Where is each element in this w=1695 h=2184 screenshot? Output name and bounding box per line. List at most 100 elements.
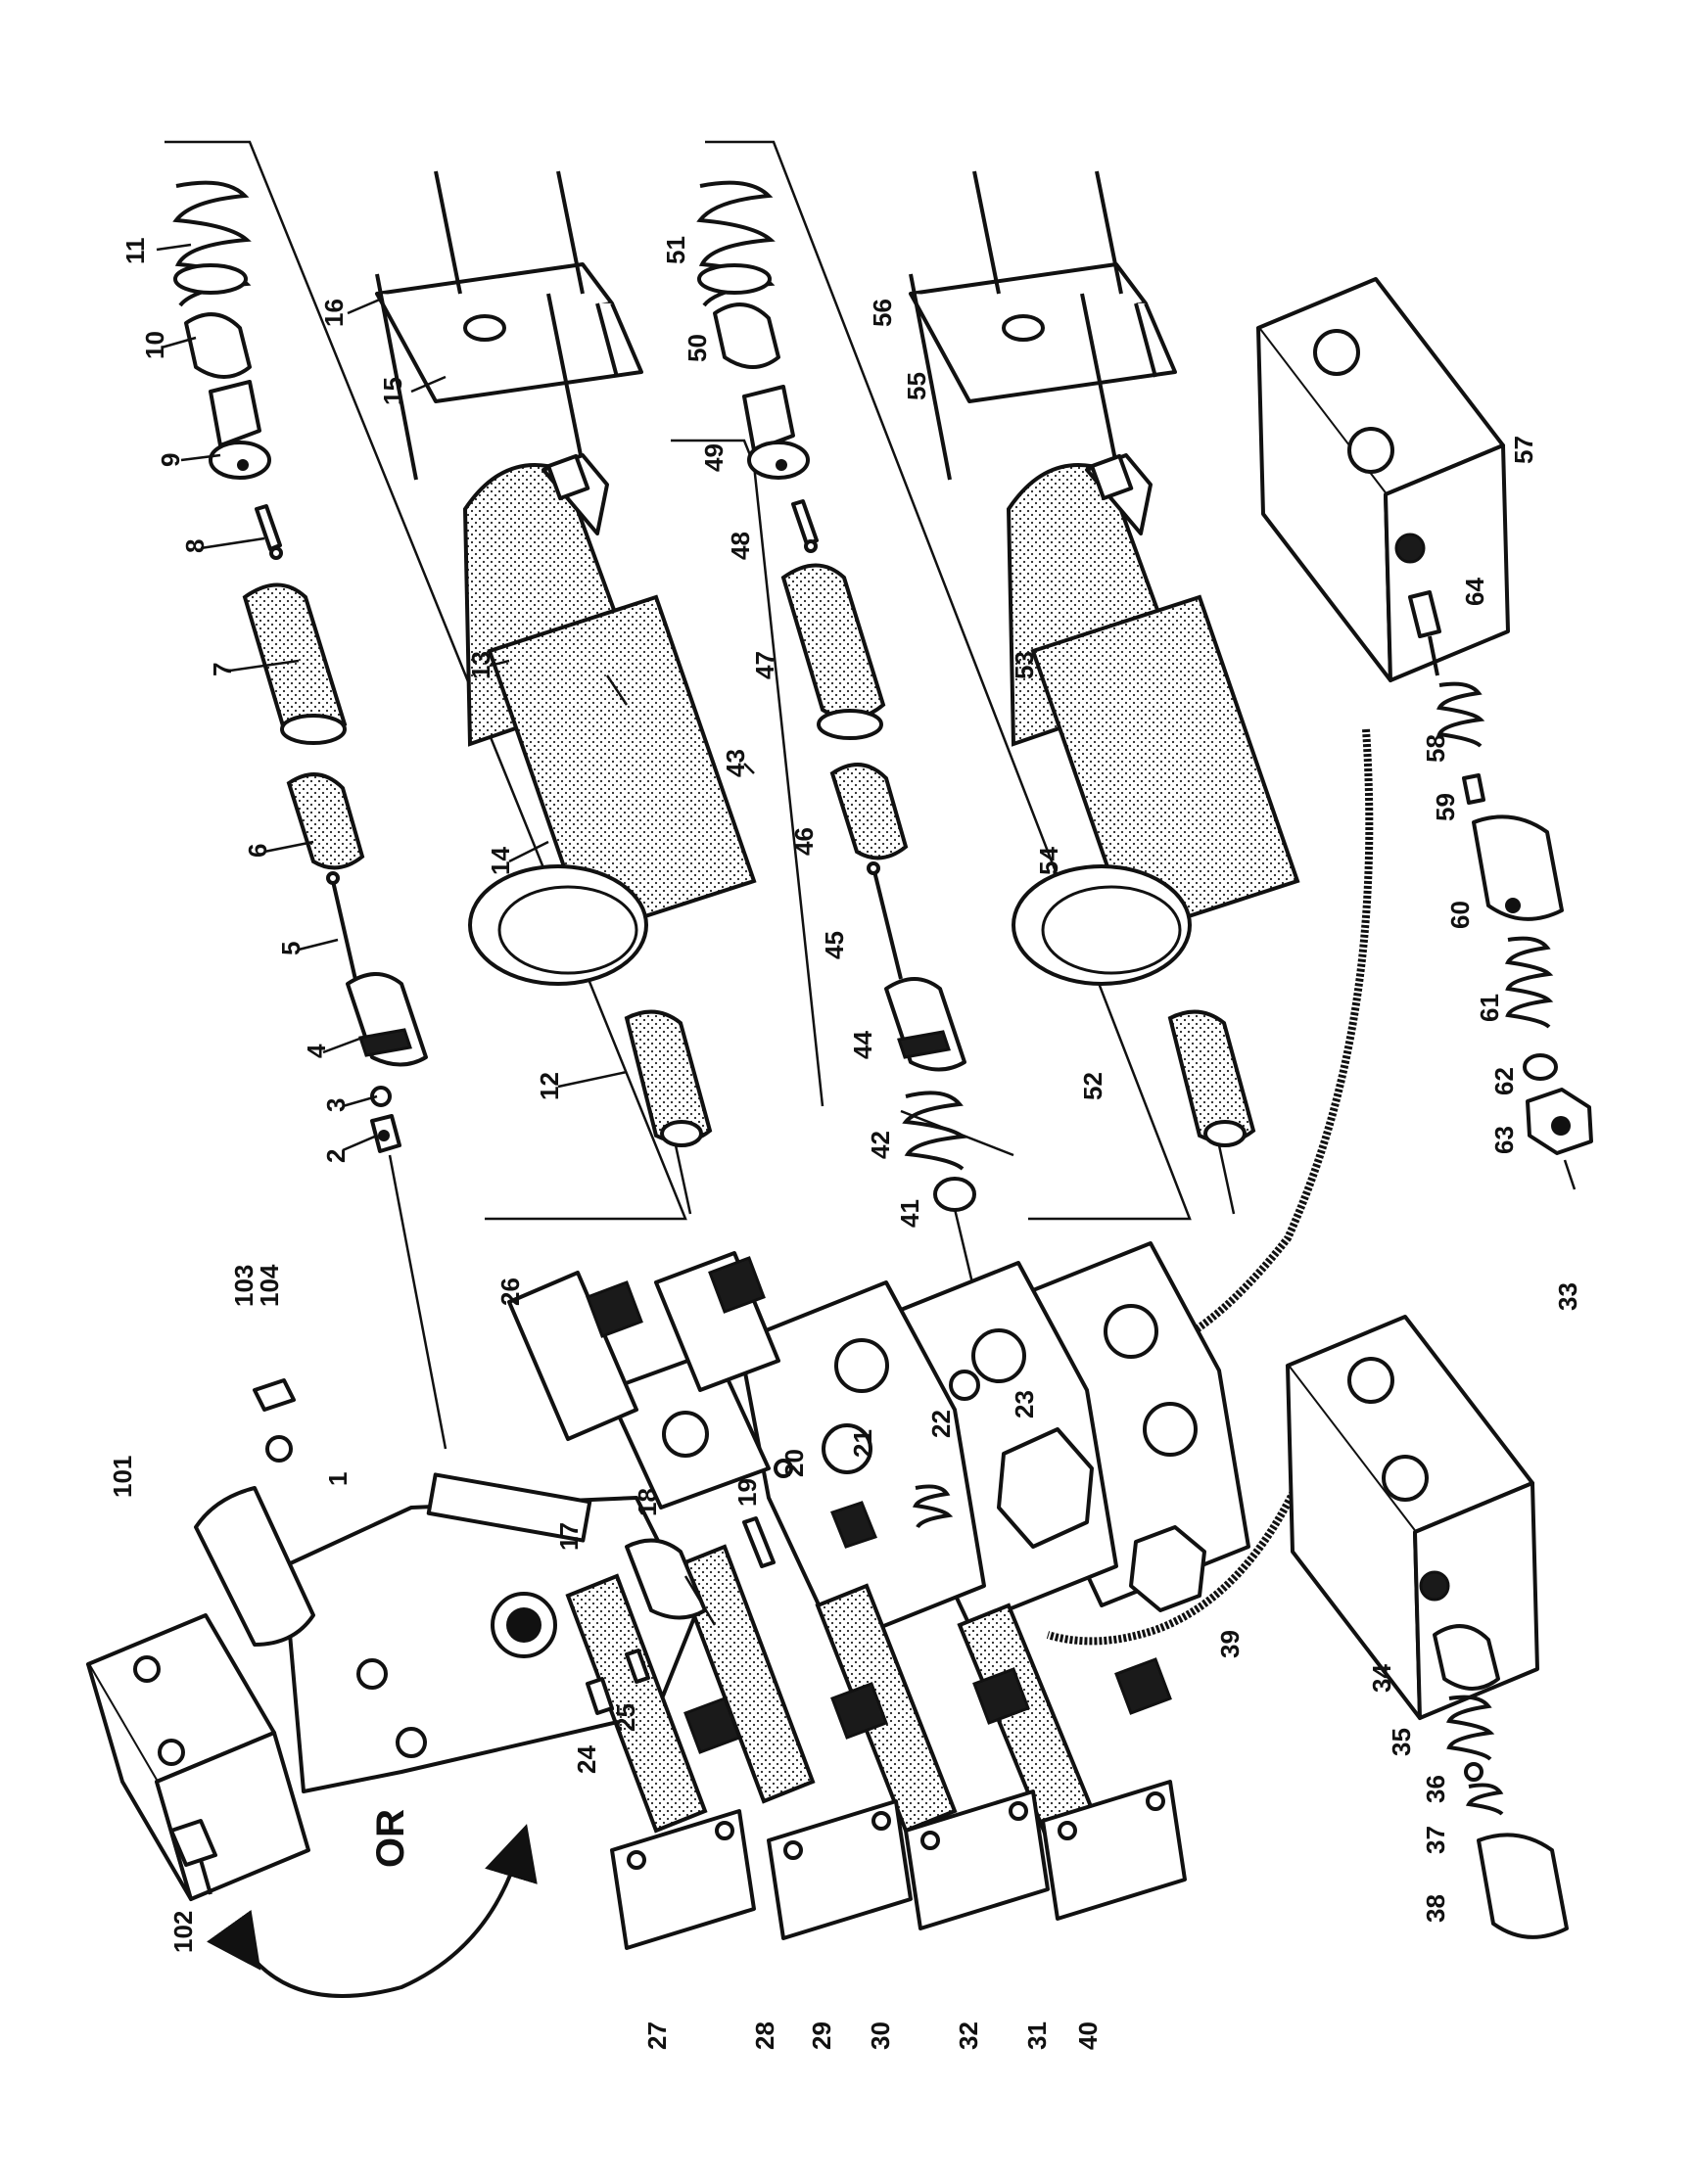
cap-34: [1433, 1624, 1500, 1691]
callout-18: 18: [633, 1488, 662, 1516]
manifold-block-57: [1256, 277, 1510, 682]
panel-frame-middle: [671, 140, 1192, 1221]
callout-27: 27: [642, 2021, 672, 2050]
solenoid-103: [194, 1378, 315, 1647]
end-cap-40: [1041, 1780, 1187, 1921]
hose-upper: [1096, 728, 1374, 1363]
ball-36: [1464, 1762, 1483, 1782]
callout-104: 104: [255, 1264, 284, 1307]
callout-40: 40: [1073, 2021, 1103, 2050]
callout-58: 58: [1421, 734, 1450, 763]
callout-12: 12: [535, 1072, 564, 1100]
callout-39: 39: [1215, 1630, 1245, 1658]
guide-4: [346, 972, 428, 1067]
callout-53: 53: [1010, 651, 1039, 679]
callout-56: 56: [868, 299, 897, 327]
end-cap-32: [904, 1789, 1050, 1930]
callout-29: 29: [807, 2021, 836, 2050]
callout-51: 51: [661, 236, 690, 264]
callout-9: 9: [156, 453, 185, 467]
callout-15: 15: [378, 377, 407, 405]
cap-10: [184, 312, 252, 379]
callout-28: 28: [750, 2021, 779, 2050]
core-46: [829, 763, 909, 860]
callout-labels: 11 10 9 8 7 6 5 4 3 2 16 15 13 14 12 51 …: [108, 236, 1582, 2050]
callout-22: 22: [926, 1410, 956, 1438]
callout-48: 48: [726, 532, 755, 560]
callout-7: 7: [208, 663, 237, 676]
callout-2: 2: [321, 1149, 351, 1163]
callout-49: 49: [699, 443, 729, 472]
callout-60: 60: [1445, 901, 1475, 929]
valve-seat-9: [209, 380, 271, 480]
leader-lines: [156, 243, 1014, 1626]
fitting-64: [1408, 590, 1441, 676]
callout-50: 50: [683, 334, 712, 362]
callout-20: 20: [779, 1449, 809, 1477]
hose-lower: [1046, 1422, 1326, 1646]
guide-44: [884, 977, 966, 1072]
plug-60: [1472, 814, 1564, 921]
solenoid-stack-lower: [683, 1657, 1172, 1754]
end-cap-29: [767, 1799, 913, 1940]
callout-24: 24: [572, 1745, 601, 1774]
solenoid-stack-upper: [507, 1251, 780, 1441]
callout-57: 57: [1509, 436, 1538, 464]
callout-31: 31: [1022, 2021, 1052, 2050]
spool-parts-17-25: [586, 1427, 1094, 1715]
callout-37: 37: [1421, 1826, 1450, 1854]
end-cap-27: [610, 1809, 756, 1950]
callout-19: 19: [732, 1478, 762, 1507]
or-label: OR: [369, 1809, 412, 1868]
callout-59: 59: [1431, 793, 1460, 821]
callout-63: 63: [1489, 1126, 1519, 1154]
valve-body-1: [282, 1472, 697, 1793]
callout-45: 45: [820, 931, 849, 959]
plunger-47: [780, 563, 886, 740]
mount-bracket-15: [375, 262, 643, 403]
or-arrow: [206, 1824, 538, 1998]
spring-51: [696, 180, 776, 307]
armature-52: [1167, 1009, 1256, 1215]
washer-41: [933, 1177, 981, 1313]
core-6: [286, 772, 365, 870]
callout-46: 46: [789, 827, 819, 856]
callout-25: 25: [611, 1703, 640, 1732]
mount-bracket-55: [909, 262, 1177, 403]
valve-section-30: [737, 1280, 986, 1647]
spring-37: [1465, 1783, 1504, 1816]
washer-62: [1523, 1053, 1558, 1081]
callout-102: 102: [168, 1911, 198, 1953]
callout-23: 23: [1010, 1390, 1039, 1418]
callout-33: 33: [1553, 1282, 1582, 1311]
armature-12: [624, 1009, 713, 1215]
ball-3: [370, 1086, 392, 1107]
cap-50: [713, 302, 780, 369]
callout-42: 42: [866, 1131, 895, 1159]
callout-11: 11: [120, 238, 150, 265]
callout-8: 8: [180, 539, 210, 553]
callout-30: 30: [866, 2021, 895, 2050]
callout-55: 55: [902, 372, 931, 400]
callout-38: 38: [1421, 1894, 1450, 1923]
poppet-59: [1462, 773, 1485, 805]
callout-41: 41: [895, 1199, 924, 1228]
plunger-7: [242, 582, 348, 745]
callout-32: 32: [954, 2021, 983, 2050]
callout-62: 62: [1489, 1067, 1519, 1095]
callout-52: 52: [1078, 1072, 1107, 1100]
callout-1: 1: [323, 1472, 353, 1486]
spring-35: [1445, 1695, 1495, 1761]
spool-stack: [565, 1544, 1100, 1843]
callout-13: 13: [466, 651, 495, 679]
callout-35: 35: [1387, 1728, 1416, 1756]
callout-43: 43: [721, 749, 750, 777]
coil-housing-14: [468, 594, 757, 986]
callout-6: 6: [243, 844, 272, 858]
callout-21: 21: [848, 1429, 877, 1458]
callout-14: 14: [486, 847, 515, 875]
spring-58: [1436, 681, 1485, 748]
manifold-block-33: [1286, 1315, 1539, 1720]
valve-section-26: [605, 1349, 771, 1510]
